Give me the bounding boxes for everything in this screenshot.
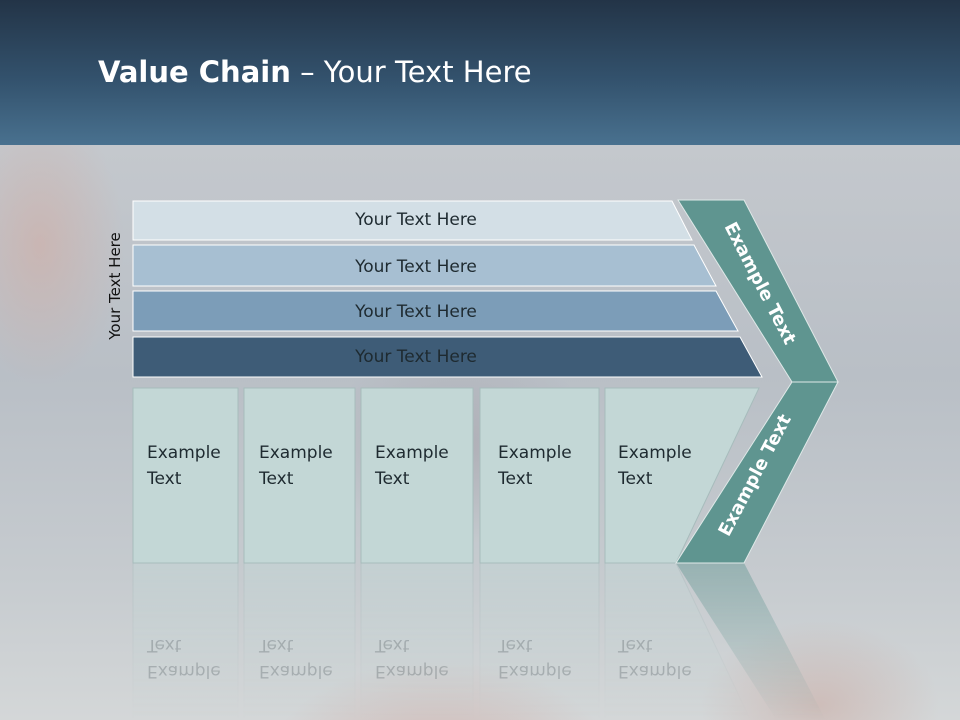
box-3-line1: Example (375, 443, 449, 463)
header-band (0, 0, 960, 145)
bar-3 (132, 290, 739, 332)
box-1-line1: Example (147, 443, 221, 463)
slide-title: Value Chain – Your Text Here (98, 55, 532, 89)
box-reflection (132, 562, 239, 720)
box-reflection (243, 562, 356, 720)
box-2-text: Example Text (259, 440, 359, 492)
title-rest: – Your Text Here (290, 55, 532, 89)
box-2-line2: Text (259, 469, 294, 489)
box-5-text: Example Text (618, 440, 718, 492)
box-1-text: Example Text (147, 440, 247, 492)
box-4-line2-reflection: Text (498, 635, 533, 655)
title-bold: Value Chain (98, 55, 291, 89)
box-4-line2: Text (498, 469, 533, 489)
box-1-line2-reflection: Text (147, 635, 182, 655)
bar-1-label: Your Text Here (354, 210, 477, 230)
box-3-text: Example Text (375, 440, 475, 492)
box-1-text-reflection: Example Text (147, 632, 247, 684)
bar-1 (132, 200, 693, 241)
arrow-lower-arm (675, 381, 839, 564)
activity-box-3 (360, 387, 474, 564)
box-5-line2: Text (618, 469, 653, 489)
box-4-text: Example Text (498, 440, 598, 492)
reflection-group (132, 562, 826, 720)
box-2-line1-reflection: Example (259, 661, 333, 681)
bar-4-label: Your Text Here (354, 347, 477, 367)
arrow-reflection (676, 563, 826, 720)
box-4-line1-reflection: Example (498, 661, 572, 681)
activity-box-4 (479, 387, 600, 564)
box-4-text-reflection: Example Text (498, 632, 598, 684)
box-4-line1: Example (498, 443, 572, 463)
box-5-line2-reflection: Text (618, 635, 653, 655)
box-2-line2-reflection: Text (259, 635, 294, 655)
bar-2-label: Your Text Here (354, 257, 477, 277)
box-2-line1: Example (259, 443, 333, 463)
box-1-line2: Text (147, 469, 182, 489)
box-3-line1-reflection: Example (375, 661, 449, 681)
bar-3-label: Your Text Here (354, 302, 477, 322)
box-3-text-reflection: Example Text (375, 632, 475, 684)
box-5-line1-reflection: Example (618, 661, 692, 681)
box-2-text-reflection: Example Text (259, 632, 359, 684)
activity-box-2 (243, 387, 356, 564)
bar-4 (132, 336, 763, 378)
box-3-line2: Text (375, 469, 410, 489)
activity-box-1 (132, 387, 239, 564)
box-5-text-reflection: Example Text (618, 632, 718, 684)
box-3-line2-reflection: Text (375, 635, 410, 655)
box-5-line1: Example (618, 443, 692, 463)
bar-2 (132, 244, 717, 287)
box-reflection (360, 562, 474, 720)
box-1-line1-reflection: Example (147, 661, 221, 681)
box-reflection (479, 562, 600, 720)
